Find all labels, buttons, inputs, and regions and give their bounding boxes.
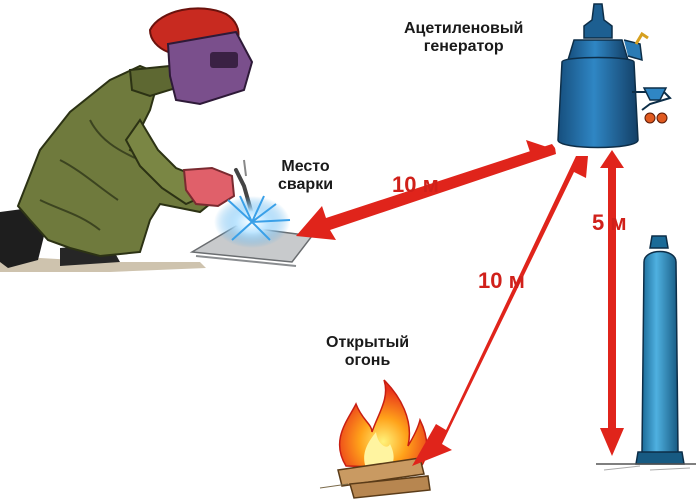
weld-spot-label-line1: Место — [281, 158, 330, 175]
weld-spot-label: Место сварки — [278, 158, 333, 195]
generator-body-icon — [557, 56, 639, 149]
distance-generator-to-fire: 10 м — [478, 268, 525, 293]
generator-label-line2: генератор — [423, 38, 504, 56]
gas-cylinder-icon — [596, 235, 696, 471]
glove-icon — [182, 166, 236, 208]
mask-lens-icon — [210, 52, 238, 68]
fire-flame-icon — [338, 379, 428, 469]
arrow-generator-to-fire — [412, 156, 588, 466]
weld-spot-label-line2: сварки — [278, 176, 334, 194]
generator-label: Ацетиленовый генератор — [404, 20, 523, 57]
cylinder-base-icon — [635, 451, 685, 465]
open-fire-label-line1: Открытый — [326, 334, 410, 351]
generator-side-tube-icon — [623, 39, 643, 62]
ground-hatch — [603, 465, 691, 471]
generator-cap-icon — [583, 3, 613, 39]
filler-rod-icon — [243, 159, 247, 177]
acetylene-generator-icon — [557, 3, 672, 149]
arrow-generator-to-cylinder — [600, 150, 624, 456]
open-fire-label-line2: огонь — [344, 352, 391, 370]
generator-valve-icon — [644, 112, 656, 124]
generator-spout-icon — [634, 31, 649, 45]
fire-ground-shadow — [319, 483, 349, 489]
welding-mask-icon — [166, 30, 254, 106]
welder-figure-icon — [0, 7, 254, 272]
generator-funnel-icon — [642, 87, 668, 101]
cylinder-body-icon — [641, 250, 679, 459]
open-fire-label: Открытый огонь — [326, 334, 409, 371]
weld-spark-icon — [189, 195, 314, 267]
spark-rays-icon — [227, 195, 291, 241]
distance-generator-to-cylinder: 5 м — [592, 210, 627, 235]
campfire-icon — [319, 379, 431, 499]
arrow-weld-head-up — [526, 140, 556, 152]
firewood-log-icon — [349, 475, 431, 499]
generator-label-line1: Ацетиленовый — [404, 20, 524, 37]
distance-arrows — [296, 140, 624, 466]
generator-valve-icon — [656, 112, 668, 124]
distance-generator-to-weld: 10 м — [392, 172, 439, 197]
welder-ground-shadow — [0, 258, 206, 272]
firewood-log-icon — [337, 457, 425, 487]
arrow-generator-to-weld — [296, 144, 556, 240]
welder-collar-icon — [128, 64, 178, 98]
weld-plate-edge — [195, 255, 297, 267]
cylinder-valve-icon — [649, 235, 669, 249]
welder-suit-fold — [39, 119, 136, 231]
fire-core-icon — [364, 432, 394, 470]
